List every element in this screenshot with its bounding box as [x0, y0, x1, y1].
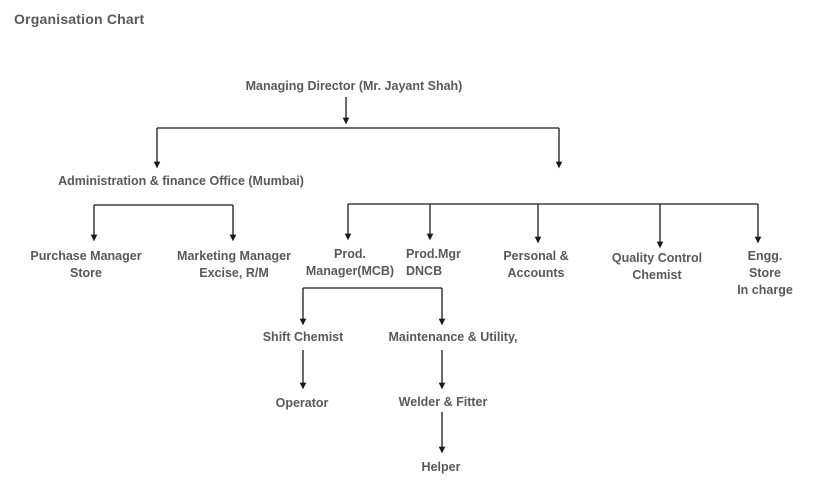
node-welder-fitter[interactable]: Welder & Fitter — [398, 395, 488, 409]
node-helper[interactable]: Helper — [421, 460, 461, 474]
node-quality-control-chemist[interactable]: Quality Control Chemist — [611, 251, 703, 282]
node-operator[interactable]: Operator — [275, 396, 329, 410]
page-title: Organisation Chart — [14, 11, 145, 27]
node-engg-store-in-charge[interactable]: Engg. Store In charge — [737, 249, 793, 297]
node-marketing-manager-excise[interactable]: Marketing Manager Excise, R/M — [177, 249, 291, 280]
node-administration[interactable]: Administration & finance Office (Mumbai) — [58, 174, 304, 188]
node-prod-manager-mcb[interactable]: Prod. Manager(MCB) — [305, 247, 395, 278]
node-managing-director[interactable]: Managing Director (Mr. Jayant Shah) — [245, 79, 463, 93]
node-maintenance-utility[interactable]: Maintenance & Utility, — [388, 330, 518, 344]
node-shift-chemist[interactable]: Shift Chemist — [262, 330, 344, 344]
node-personal-accounts[interactable]: Personal & Accounts — [503, 249, 569, 280]
node-purchase-manager-store[interactable]: Purchase Manager Store — [30, 249, 142, 280]
node-prod-mgr-dncb[interactable]: Prod.Mgr DNCB — [406, 247, 461, 278]
